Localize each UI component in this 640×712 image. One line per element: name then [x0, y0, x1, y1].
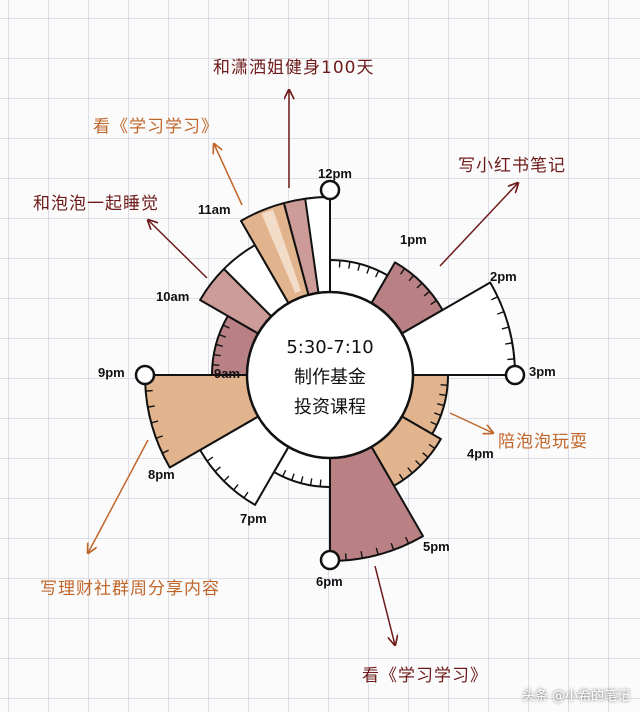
- hour-label-2pm: 2pm: [490, 269, 517, 284]
- hour-label-5pm: 5pm: [423, 539, 450, 554]
- arrow-share: [88, 439, 149, 553]
- tick-mark: [428, 443, 436, 449]
- tick-mark: [360, 551, 363, 559]
- arrow-xiaohongshu: [439, 183, 518, 267]
- arrow-nap: [148, 220, 208, 279]
- note-play: 陪泡泡玩耍: [498, 432, 588, 452]
- sectors-layer: [144, 196, 516, 562]
- tick-mark: [375, 270, 380, 278]
- tick-mark: [233, 484, 239, 491]
- tick-mark: [206, 456, 214, 462]
- tick-mark: [366, 266, 370, 274]
- tick-mark: [243, 491, 249, 499]
- tick-mark: [223, 475, 230, 482]
- tick-mark: [437, 403, 445, 407]
- tick-mark: [430, 299, 437, 306]
- tick-mark: [439, 393, 447, 397]
- tick-mark: [430, 421, 438, 426]
- dot-12pm: [319, 179, 341, 201]
- dot-6pm: [319, 549, 341, 571]
- tick-mark: [145, 389, 153, 392]
- tick-mark: [501, 326, 509, 330]
- center-time: 5:30-7:10: [286, 337, 373, 358]
- tick-mark: [491, 296, 498, 301]
- hour-label-9pm: 9pm: [98, 365, 125, 380]
- tick-mark: [375, 547, 379, 555]
- hour-label-3pm: 3pm: [529, 364, 556, 379]
- watermark: 头条 @小希的笔记: [521, 689, 630, 704]
- arrow-play: [449, 412, 493, 433]
- tick-mark: [213, 353, 221, 357]
- arrow-study-evening: [374, 565, 395, 645]
- tick-mark: [155, 435, 163, 439]
- tick-mark: [222, 324, 230, 329]
- dot-9pm: [134, 364, 156, 386]
- hour-label-8pm: 8pm: [148, 467, 175, 482]
- tick-mark: [408, 274, 415, 282]
- ticks-layer: [145, 260, 515, 561]
- tick-mark: [218, 333, 226, 338]
- note-xiaohongshu: 写小红书笔记: [458, 156, 566, 176]
- tick-mark: [215, 343, 223, 347]
- tick-mark: [423, 290, 431, 297]
- hour-label-11am: 11am: [198, 202, 231, 217]
- tick-mark: [399, 268, 406, 275]
- tick-mark: [300, 476, 304, 484]
- tick-mark: [440, 383, 448, 386]
- tick-mark: [344, 553, 347, 561]
- tick-mark: [415, 460, 422, 467]
- tick-mark: [405, 536, 410, 544]
- tick-mark: [319, 479, 322, 487]
- hour-label-12pm: 12pm: [318, 166, 352, 181]
- sector-11am-highlight: [261, 209, 302, 294]
- hour-dots-layer: [134, 179, 526, 571]
- tick-mark: [348, 261, 351, 269]
- note-fitness: 和潇洒姐健身100天: [213, 58, 374, 78]
- tick-mark: [338, 260, 341, 268]
- center-circle: [245, 290, 415, 460]
- tick-mark: [214, 466, 221, 472]
- tick-mark: [147, 405, 155, 408]
- tick-mark: [505, 342, 513, 345]
- tick-mark: [497, 311, 505, 315]
- tick-mark: [162, 449, 169, 454]
- hour-label-9am: 9am: [214, 366, 240, 381]
- tick-mark: [507, 358, 515, 361]
- tick-mark: [422, 452, 429, 458]
- tick-mark: [282, 469, 287, 477]
- tick-mark: [416, 282, 423, 289]
- note-nap: 和泡泡一起睡觉: [33, 194, 159, 214]
- dot-3pm: [504, 364, 526, 386]
- hour-label-6pm: 6pm: [316, 574, 343, 589]
- tick-mark: [398, 473, 404, 481]
- tick-mark: [309, 478, 313, 486]
- note-share: 写理财社群周分享内容: [40, 579, 220, 599]
- tick-mark: [357, 263, 361, 271]
- arrow-study-morning: [214, 144, 243, 206]
- center-line-1: 制作基金: [294, 367, 366, 388]
- note-study-evening: 看《学习学习》: [362, 666, 488, 686]
- tick-mark: [151, 420, 159, 424]
- tick-mark: [434, 412, 442, 417]
- tick-mark: [407, 467, 413, 474]
- hour-label-7pm: 7pm: [240, 511, 267, 526]
- tick-mark: [212, 364, 220, 367]
- tick-mark: [390, 542, 395, 551]
- hour-label-4pm: 4pm: [467, 446, 494, 461]
- tick-mark: [291, 473, 295, 481]
- note-study-morning: 看《学习学习》: [93, 117, 219, 137]
- center-line-2: 投资课程: [294, 397, 366, 418]
- hour-label-1pm: 1pm: [400, 232, 427, 247]
- hour-label-10am: 10am: [156, 289, 189, 304]
